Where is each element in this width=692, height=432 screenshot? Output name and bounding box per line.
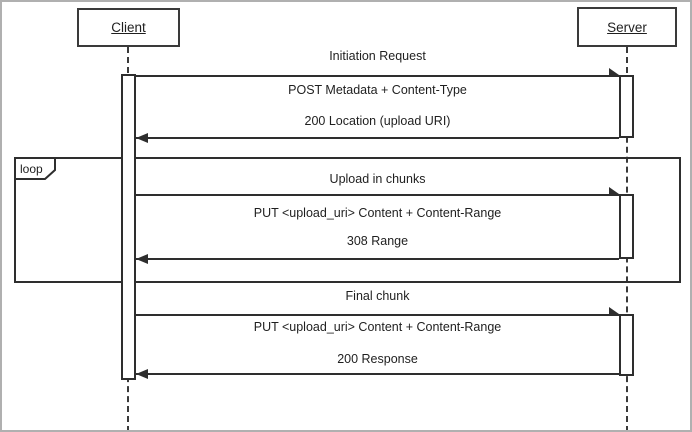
loop-operator-pentagon: loop (14, 157, 56, 180)
response-message-line (136, 137, 619, 139)
request-message-line (136, 194, 619, 196)
section-title-label: Final chunk (345, 289, 410, 303)
section-title-label: Upload in chunks (329, 172, 426, 186)
section-title-label: Initiation Request (329, 49, 426, 63)
request-message-label: POST Metadata + Content-Type (288, 83, 467, 97)
loop-operator-label: loop (20, 162, 43, 176)
arrowhead-left-icon (136, 254, 148, 264)
actor-client-box: Client (77, 8, 180, 47)
arrowhead-right-icon (609, 307, 619, 314)
arrowhead-left-icon (136, 133, 148, 143)
actor-client-label: Client (111, 20, 146, 35)
response-message-label: 200 Response (337, 352, 418, 366)
request-message-label: PUT <upload_uri> Content + Content-Range (253, 206, 502, 220)
actor-server-label: Server (607, 19, 647, 35)
response-message-label: 200 Location (upload URI) (304, 114, 451, 128)
actor-server-box: Server (577, 7, 677, 47)
response-message-line (136, 373, 619, 375)
loop-pentagon-shape (14, 157, 56, 180)
request-message-line (136, 314, 619, 316)
request-message-line (136, 75, 619, 77)
server-activation-bar-3 (619, 314, 634, 376)
loop-fragment-frame (14, 157, 681, 283)
client-activation-bar (121, 74, 136, 380)
request-message-label: PUT <upload_uri> Content + Content-Range (253, 320, 502, 334)
response-message-label: 308 Range (346, 234, 409, 248)
server-activation-bar-2 (619, 194, 634, 259)
arrowhead-left-icon (136, 369, 148, 379)
server-activation-bar-1 (619, 75, 634, 138)
arrowhead-right-icon (609, 187, 619, 194)
arrowhead-right-icon (609, 68, 619, 75)
response-message-line (136, 258, 619, 260)
